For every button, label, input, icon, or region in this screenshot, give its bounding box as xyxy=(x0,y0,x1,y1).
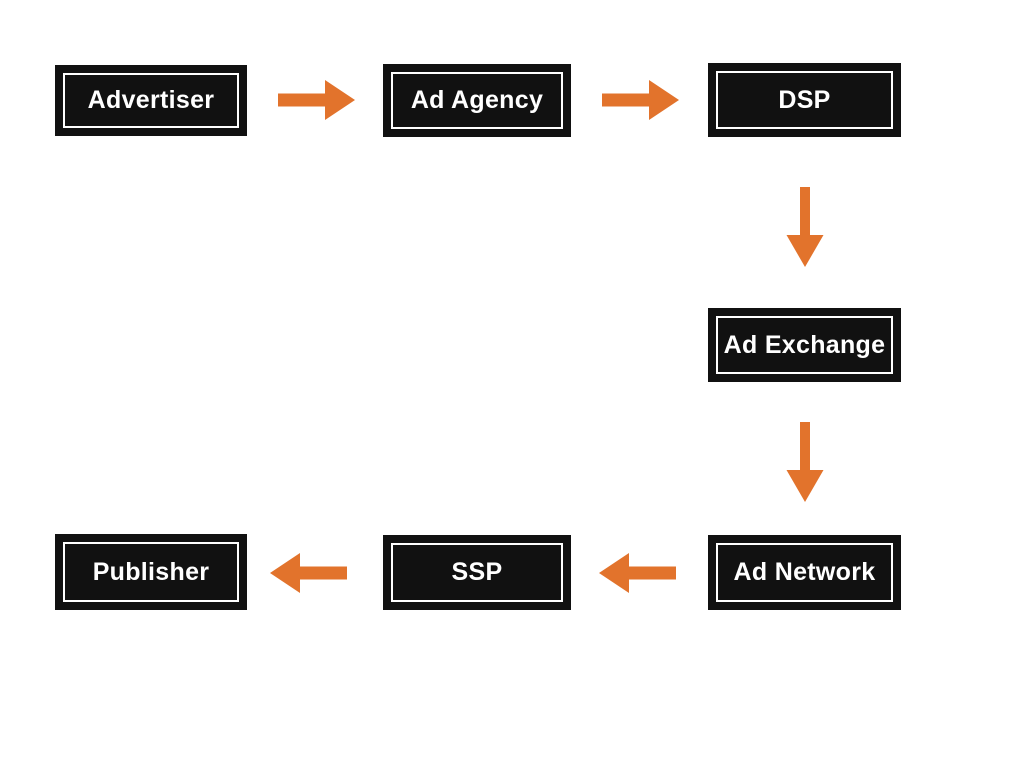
node-dsp-frame: DSP xyxy=(716,71,893,129)
node-advertiser-frame: Advertiser xyxy=(63,73,239,128)
node-dsp-label: DSP xyxy=(778,85,831,114)
node-advertiser-label: Advertiser xyxy=(87,86,215,114)
node-ad-agency-label: Ad Agency xyxy=(410,86,544,114)
arrow-down-icon xyxy=(786,187,824,267)
edge-ad-exchange-to-ad-network xyxy=(785,422,825,502)
edge-ssp-to-publisher xyxy=(270,553,347,593)
node-ad-exchange-label: Ad Exchange xyxy=(723,330,886,359)
node-ad-agency-frame: Ad Agency xyxy=(391,72,563,129)
node-publisher-label: Publisher xyxy=(92,557,210,586)
edge-ad-network-to-ssp xyxy=(599,553,676,593)
arrow-right-icon xyxy=(602,80,679,120)
node-ad-exchange: Ad Exchange xyxy=(708,308,901,382)
node-publisher-frame: Publisher xyxy=(63,542,239,602)
node-dsp: DSP xyxy=(708,63,901,137)
node-ad-exchange-frame: Ad Exchange xyxy=(716,316,893,374)
node-ad-network-label: Ad Network xyxy=(733,558,876,586)
node-ad-network-frame: Ad Network xyxy=(716,543,893,602)
edge-ad-agency-to-dsp xyxy=(602,80,679,120)
node-ssp: SSP xyxy=(383,535,571,610)
node-advertiser: Advertiser xyxy=(55,65,247,136)
arrow-left-icon xyxy=(270,553,347,593)
arrow-down-icon xyxy=(786,422,824,502)
node-ad-agency: Ad Agency xyxy=(383,64,571,137)
arrow-right-icon xyxy=(278,80,355,120)
node-publisher: Publisher xyxy=(55,534,247,610)
node-ad-network: Ad Network xyxy=(708,535,901,610)
edge-dsp-to-ad-exchange xyxy=(785,187,825,267)
edge-advertiser-to-ad-agency xyxy=(278,80,355,120)
arrow-left-icon xyxy=(599,553,676,593)
node-ssp-label: SSP xyxy=(451,558,503,586)
node-ssp-frame: SSP xyxy=(391,543,563,602)
